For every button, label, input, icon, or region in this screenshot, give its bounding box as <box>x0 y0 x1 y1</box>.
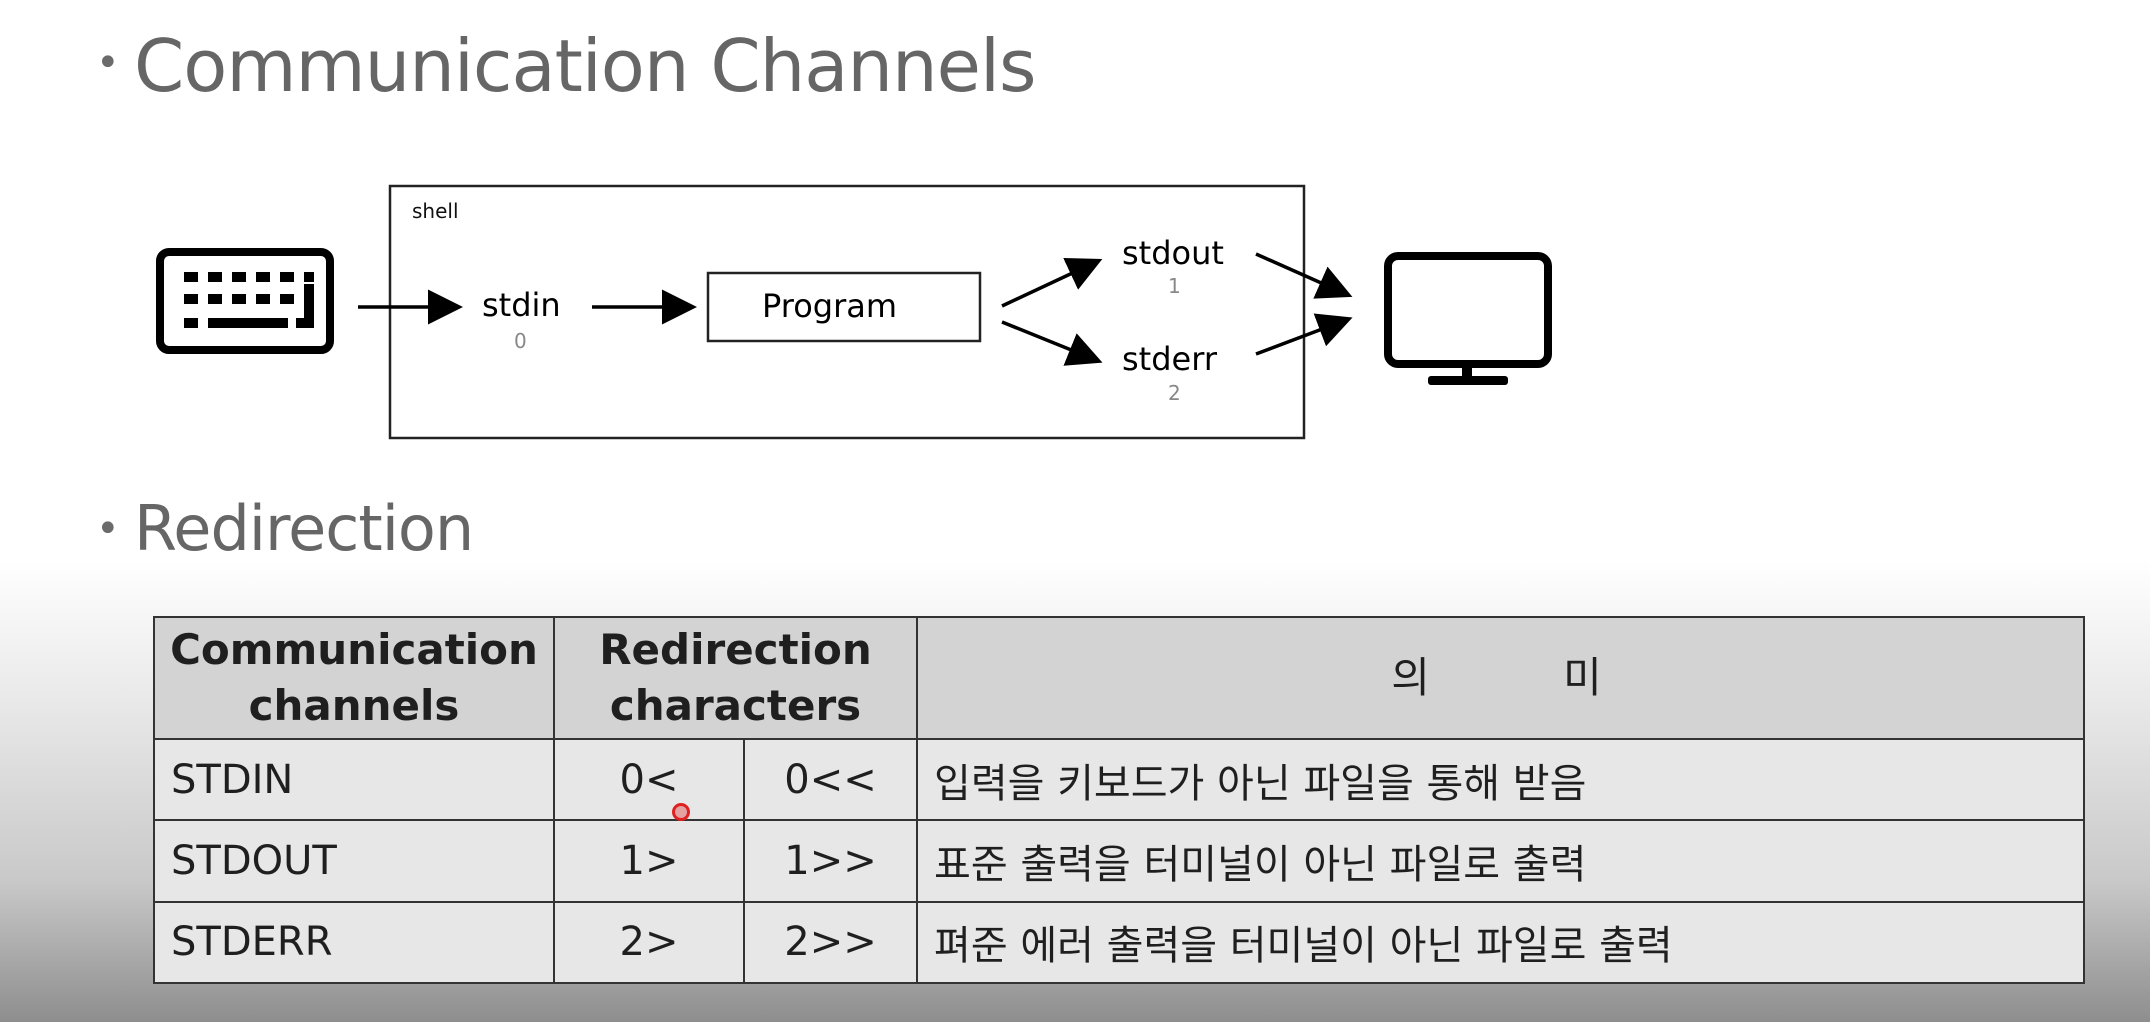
shell-label: shell <box>412 199 459 223</box>
header-communication-channels: Communication channels <box>153 616 555 740</box>
meaning-cell: 표준 출력을 터미널이 아닌 파일로 출력 <box>916 819 2086 903</box>
redirect-single-cell: 2> <box>553 900 745 985</box>
mouse-cursor-indicator <box>672 803 690 821</box>
table-row: STDIN 0< 0<< 입력을 키보드가 아닌 파일을 통해 받음 <box>153 737 2086 822</box>
redirect-double-cell: 0<< <box>742 737 919 822</box>
redirect-double-cell: 1>> <box>742 819 919 903</box>
arrow-program-to-stdout <box>1001 258 1103 308</box>
stdin-label: stdin <box>482 286 561 324</box>
header-meaning: 의 미 <box>916 616 2086 740</box>
redirection-table-container: Communication channels Redirection chara… <box>153 616 2086 985</box>
heading-bullet: • <box>96 40 120 86</box>
heading-redirection: Redirection <box>134 492 474 565</box>
program-box <box>706 271 982 343</box>
channel-cell: STDERR <box>153 900 555 985</box>
redirect-single-cell: 1> <box>553 819 745 903</box>
channel-cell: STDOUT <box>153 819 555 903</box>
redirect-double-cell: 2>> <box>742 900 919 985</box>
redirect-single-cell: 0< <box>553 737 745 822</box>
redirection-table: Communication channels Redirection chara… <box>153 616 2086 985</box>
header-redirection-characters: Redirection characters <box>552 616 919 740</box>
shell-box <box>388 184 1306 440</box>
meaning-cell: 펴준 에러 출력을 터미널이 아닌 파일로 출력 <box>916 900 2086 985</box>
stdout-label: stdout <box>1122 234 1224 272</box>
program-label: Program <box>762 287 897 325</box>
stderr-fd: 2 <box>1168 381 1181 405</box>
stderr-label: stderr <box>1122 340 1218 378</box>
channel-cell: STDIN <box>153 737 555 822</box>
arrow-stderr-to-monitor <box>1255 313 1353 356</box>
table-row: STDOUT 1> 1>> 표준 출력을 터미널이 아닌 파일로 출력 <box>153 819 2086 903</box>
table-header-row: Communication channels Redirection chara… <box>153 616 2086 740</box>
meaning-cell: 입력을 키보드가 아닌 파일을 통해 받음 <box>916 737 2086 822</box>
stdin-fd: 0 <box>514 329 527 353</box>
arrow-program-to-stderr <box>1001 320 1103 366</box>
table-row: STDERR 2> 2>> 펴준 에러 출력을 터미널이 아닌 파일로 출력 <box>153 900 2086 985</box>
keyboard-icon <box>156 248 334 354</box>
arrow-stdout-to-monitor <box>1255 252 1353 299</box>
heading-bullet: • <box>96 506 120 552</box>
stdout-fd: 1 <box>1168 274 1181 298</box>
heading-communication-channels: Communication Channels <box>134 24 1036 108</box>
monitor-icon <box>1384 252 1552 385</box>
communication-channels-diagram: shell stdin 0 Program stdout 1 s <box>156 184 1552 440</box>
